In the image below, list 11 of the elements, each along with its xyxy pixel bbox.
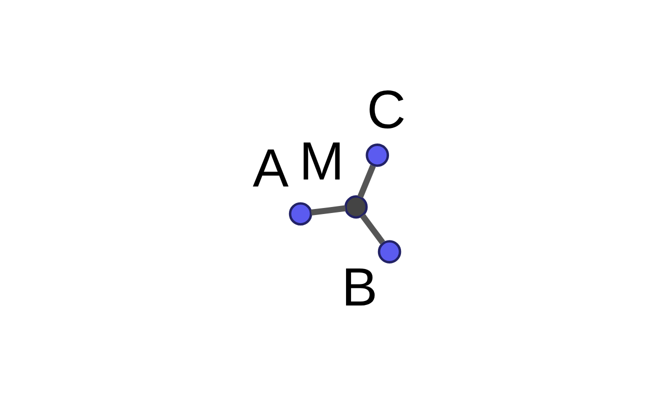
node-circle xyxy=(288,202,312,226)
node-circle xyxy=(378,240,402,263)
node-label: M xyxy=(299,131,344,192)
node-label: C xyxy=(366,80,406,140)
connector xyxy=(310,204,346,215)
connector xyxy=(360,213,386,244)
node-circle xyxy=(366,143,390,166)
node-label: B xyxy=(342,256,378,317)
node-circle xyxy=(344,194,368,218)
connector xyxy=(357,164,376,198)
node-label: A xyxy=(252,138,289,198)
